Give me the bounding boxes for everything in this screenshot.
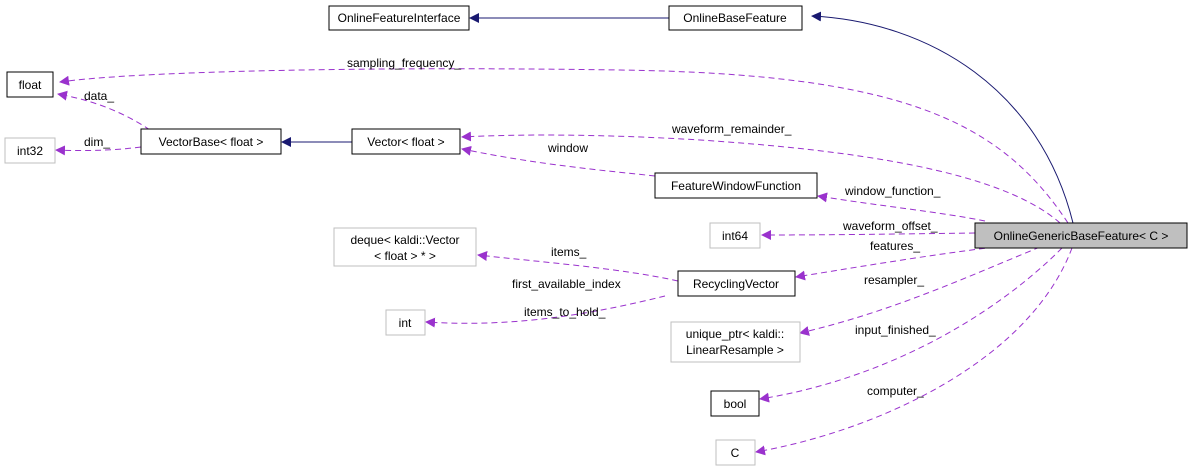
node-bool[interactable]: bool	[710, 390, 760, 417]
label-window: window	[547, 141, 588, 155]
label-input-finished: input_finished_	[855, 323, 936, 337]
node-label-line2: LinearResample >	[686, 343, 784, 357]
node-int32[interactable]: int32	[4, 137, 56, 164]
label-features: features_	[870, 239, 920, 253]
node-deque[interactable]: deque< kaldi::Vector < float > * >	[333, 227, 477, 267]
node-vector-base-float[interactable]: VectorBase< float >	[140, 128, 282, 155]
node-recycling-vector[interactable]: RecyclingVector	[677, 270, 796, 297]
node-unique-ptr[interactable]: unique_ptr< kaldi:: LinearResample >	[670, 321, 801, 363]
node-label-line1: unique_ptr< kaldi::	[686, 327, 784, 341]
label-waveform-offset: waveform_offset_	[842, 219, 938, 233]
node-feature-window-function[interactable]: FeatureWindowFunction	[654, 172, 818, 199]
label-resampler: resampler_	[864, 273, 924, 287]
node-label: OnlineGenericBaseFeature< C >	[994, 229, 1169, 243]
edge-waveform-remainder	[461, 131, 1061, 224]
edge-dim	[55, 145, 142, 156]
node-label: int32	[17, 144, 43, 158]
edge-onlinegeneric-to-onlinebasefeature	[811, 11, 1074, 224]
edge-features	[795, 246, 996, 281]
node-online-feature-interface[interactable]: OnlineFeatureInterface	[328, 5, 470, 31]
label-data: data_	[84, 89, 114, 103]
edge-resampler	[799, 246, 1041, 336]
label-window-function: window_function_	[844, 184, 941, 198]
label-waveform-remainder: waveform_remainder_	[671, 122, 792, 136]
node-float[interactable]: float	[6, 71, 54, 98]
node-int64[interactable]: int64	[709, 222, 761, 249]
node-label: VectorBase< float >	[159, 135, 264, 149]
node-label: FeatureWindowFunction	[671, 179, 801, 193]
edge-window-function	[817, 192, 986, 222]
node-label: bool	[724, 397, 747, 411]
node-label-line2: < float > * >	[374, 249, 436, 263]
edge-labels: sampling_frequency_ data_ dim_ waveform_…	[84, 56, 941, 398]
node-label: C	[731, 446, 740, 460]
label-items: items_	[551, 245, 587, 259]
node-label-line1: deque< kaldi::Vector	[350, 233, 459, 247]
node-label: int	[399, 316, 412, 330]
edge-items	[477, 251, 679, 282]
node-label: Vector< float >	[367, 135, 444, 149]
usage-edges	[55, 68, 1073, 456]
node-vector-float[interactable]: Vector< float >	[351, 128, 461, 155]
node-online-generic-base-feature[interactable]: OnlineGenericBaseFeature< C >	[974, 222, 1188, 249]
label-items-to-hold: items_to_hold_	[524, 305, 606, 319]
node-label: OnlineFeatureInterface	[338, 11, 461, 25]
label-dim: dim_	[84, 135, 110, 149]
edge-data	[57, 90, 151, 131]
node-label: RecyclingVector	[693, 277, 779, 291]
label-computer: computer_	[867, 384, 924, 398]
node-label: float	[19, 78, 42, 92]
label-sampling-frequency: sampling_frequency_	[347, 56, 461, 70]
edge-waveform-offset	[761, 229, 976, 240]
node-online-base-feature[interactable]: OnlineBaseFeature	[668, 5, 803, 31]
node-int[interactable]: int	[385, 309, 426, 336]
node-label: int64	[722, 229, 748, 243]
edge-sampling-frequency	[59, 68, 1069, 224]
label-first-available-index: first_available_index	[512, 277, 621, 291]
node-c[interactable]: C	[715, 439, 756, 466]
edge-window	[461, 145, 656, 177]
node-label: OnlineBaseFeature	[683, 11, 787, 25]
edge-first-available-index	[425, 295, 666, 328]
edge-input-finished	[759, 247, 1063, 403]
inheritance-edges	[281, 11, 1074, 224]
